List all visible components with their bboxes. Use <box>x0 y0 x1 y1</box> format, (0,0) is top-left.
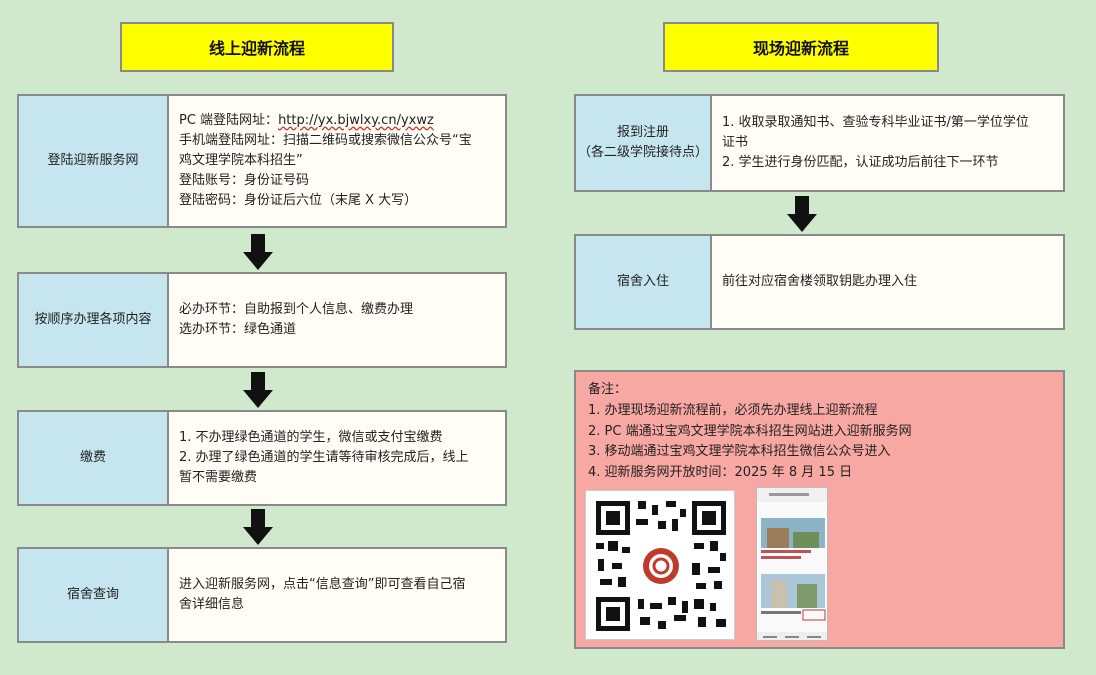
register-line-2: 证书 <box>722 134 749 150</box>
down-arrow-icon <box>243 509 273 545</box>
login-url-link[interactable]: http://yx.bjwlxy.cn/yxwz <box>278 112 434 128</box>
register-label-main: 报到注册 <box>616 124 669 140</box>
step-tasks-content: 必办环节：自助报到个人信息、缴费办理 选办环节：绿色通道 <box>169 272 507 368</box>
register-line-3: 2. 学生进行身份匹配，认证成功后前往下一环节 <box>722 155 999 171</box>
step-payment-label: 缴费 <box>17 410 169 506</box>
step-dorm-query-content: 进入迎新服务网，点击“信息查询”即可查看自己宿 舍详细信息 <box>169 547 507 643</box>
qr-code-image <box>585 490 735 640</box>
register-label-sub: （各二级学院接待点） <box>577 145 708 160</box>
step-dorm-query-label: 宿舍查询 <box>17 547 169 643</box>
down-arrow-icon <box>787 196 817 232</box>
step-register-label: 报到注册 （各二级学院接待点） <box>574 94 712 192</box>
phone-screenshot-graphic <box>757 488 827 640</box>
step-checkin-label: 宿舍入住 <box>574 234 712 330</box>
step-checkin-content: 前往对应宿舍楼领取钥匙办理入住 <box>712 234 1065 330</box>
down-arrow-icon <box>243 234 273 270</box>
step-payment-content: 1. 不办理绿色通道的学生，微信或支付宝缴费 2. 办理了绿色通道的学生请等待审… <box>169 410 507 506</box>
step-login-label: 登陆迎新服务网 <box>17 94 169 228</box>
online-process-title: 线上迎新流程 <box>120 22 394 72</box>
register-line-1: 1. 收取录取通知书、查验专科毕业证书/第一学位学位 <box>722 114 1029 130</box>
optional-tasks-line: 选办环节：绿色通道 <box>179 322 297 337</box>
note-line-3: 3. 移动端通过宝鸡文理学院本科招生微信公众号进入 <box>588 444 891 460</box>
login-password-line: 登陆密码：身份证后六位（末尾 X 大写） <box>179 193 418 209</box>
dorm-query-line-2: 舍详细信息 <box>179 597 245 612</box>
step-login-content: PC 端登陆网址：http://yx.bjwlxy.cn/yxwz 手机端登陆网… <box>169 94 507 228</box>
payment-line-1: 1. 不办理绿色通道的学生，微信或支付宝缴费 <box>179 429 443 445</box>
login-mobile-line: 手机端登陆网址：扫描二维码或搜索微信公众号“宝 <box>179 132 472 148</box>
checkin-line-1: 前往对应宿舍楼领取钥匙办理入住 <box>722 273 918 289</box>
step-tasks-label: 按顺序办理各项内容 <box>17 272 169 368</box>
login-mobile-line-cont: 鸡文理学院本科招生” <box>179 152 303 168</box>
qr-code-graphic <box>586 491 734 639</box>
note-line-4: 4. 迎新服务网开放时间：2025 年 8 月 15 日 <box>588 465 853 481</box>
login-pc-line: PC 端登陆网址：http://yx.bjwlxy.cn/yxwz <box>179 112 434 128</box>
onsite-process-title: 现场迎新流程 <box>663 22 939 72</box>
required-tasks-line: 必办环节：自助报到个人信息、缴费办理 <box>179 301 414 317</box>
phone-screenshot-image <box>756 487 828 641</box>
step-register-content: 1. 收取录取通知书、查验专科毕业证书/第一学位学位 证书 2. 学生进行身份匹… <box>712 94 1065 192</box>
note-line-2: 2. PC 端通过宝鸡文理学院本科招生网站进入迎新服务网 <box>588 423 912 439</box>
payment-line-3: 暂不需要缴费 <box>179 470 258 486</box>
login-account-line: 登陆账号：身份证号码 <box>179 173 310 189</box>
notes-title: 备注： <box>588 382 628 397</box>
note-line-1: 1. 办理现场迎新流程前，必须先办理线上迎新流程 <box>588 402 878 418</box>
payment-line-2: 2. 办理了绿色通道的学生请等待审核完成后，线上 <box>179 449 469 465</box>
dorm-query-line-1: 进入迎新服务网，点击“信息查询”即可查看自己宿 <box>179 576 466 592</box>
down-arrow-icon <box>243 372 273 408</box>
